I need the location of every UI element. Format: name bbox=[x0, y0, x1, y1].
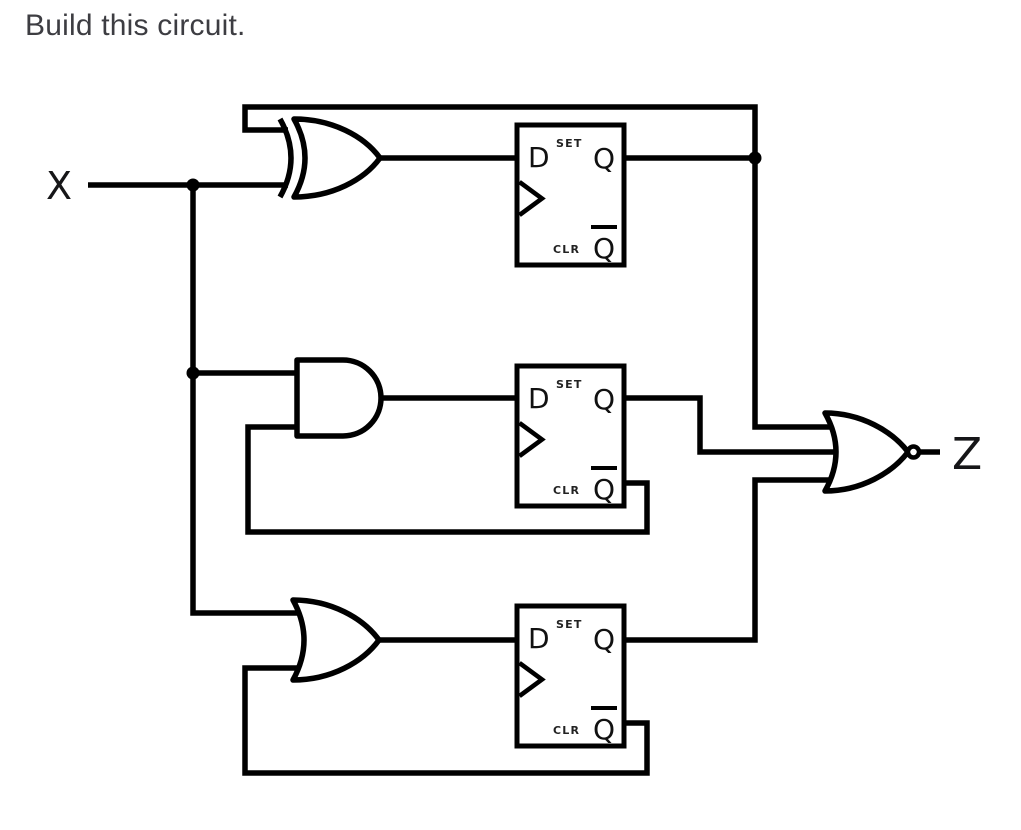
nor-gate-body bbox=[822, 410, 911, 494]
d-label: D bbox=[528, 382, 550, 415]
junction-dots bbox=[186, 151, 762, 380]
wire-ff1-q-feedback-and-nor-top-input bbox=[242, 104, 838, 430]
wire-ff3-qbar-feedback-to-or bbox=[242, 665, 650, 776]
q-label: Q bbox=[593, 383, 615, 416]
junction-x-and bbox=[186, 366, 200, 380]
wire-ff2-q-to-nor bbox=[622, 395, 842, 455]
d-label: D bbox=[528, 622, 550, 655]
page-title: Build this circuit. bbox=[25, 9, 246, 42]
flip-flop-middle: D SET Q CLR Q bbox=[514, 363, 627, 509]
wires bbox=[88, 104, 940, 776]
flip-flop-bottom: D SET Q CLR Q bbox=[514, 603, 627, 749]
or-gate bbox=[290, 597, 382, 683]
set-label: SET bbox=[556, 618, 583, 631]
clr-label: CLR bbox=[553, 243, 580, 256]
or-gate-body bbox=[290, 597, 382, 683]
xor-gate-body bbox=[291, 116, 383, 200]
d-label: D bbox=[528, 141, 550, 174]
and-gate-body bbox=[294, 357, 384, 439]
output-label-z: Z bbox=[952, 429, 982, 480]
junction-ff1-q bbox=[748, 151, 762, 165]
xor-input-arc bbox=[277, 117, 294, 199]
q-label: Q bbox=[593, 623, 615, 656]
qbar-label: Q bbox=[593, 713, 615, 746]
input-label-x: X bbox=[46, 164, 72, 208]
xor-gate bbox=[277, 116, 383, 200]
and-gate bbox=[294, 357, 384, 439]
set-label: SET bbox=[556, 137, 583, 150]
qbar-label: Q bbox=[593, 232, 615, 265]
clr-label: CLR bbox=[553, 484, 580, 497]
clock-triangle bbox=[518, 421, 546, 458]
nor-gate bbox=[822, 410, 922, 494]
clock-triangle bbox=[518, 180, 546, 217]
wire-x-rail-to-or bbox=[190, 185, 302, 616]
wire-ff2-qbar-feedback-to-and bbox=[245, 424, 650, 535]
wire-ff3-q-to-nor bbox=[622, 477, 838, 643]
q-label: Q bbox=[593, 142, 615, 175]
set-label: SET bbox=[556, 378, 583, 391]
clock-triangle bbox=[518, 661, 546, 698]
clr-label: CLR bbox=[553, 724, 580, 737]
qbar-label: Q bbox=[593, 473, 615, 506]
nor-output-bubble bbox=[905, 444, 922, 460]
flip-flop-top: D SET Q CLR Q bbox=[514, 122, 627, 268]
junction-x-xor bbox=[186, 178, 200, 192]
